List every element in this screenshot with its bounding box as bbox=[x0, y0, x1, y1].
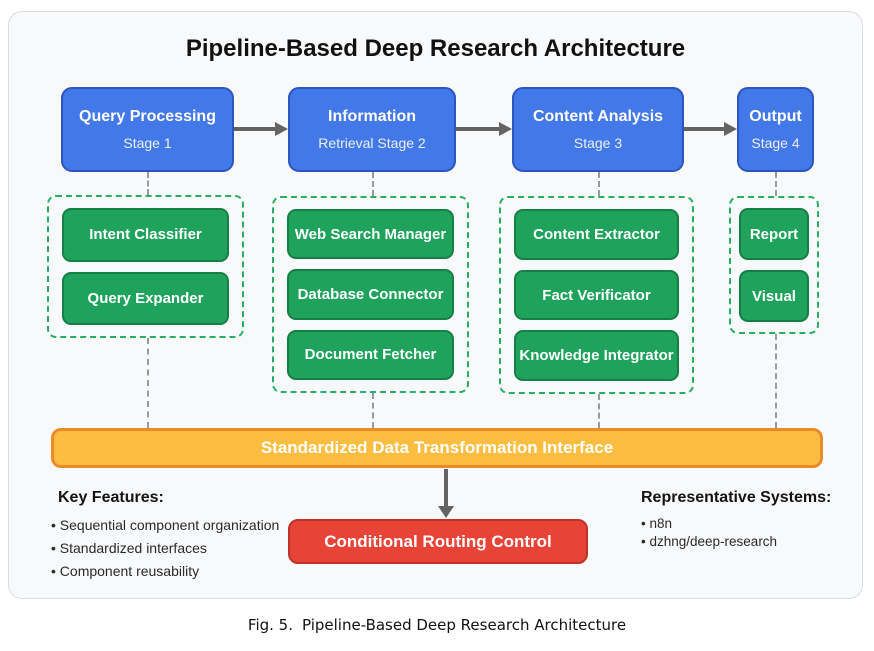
conditional-routing-box: Conditional Routing Control bbox=[288, 519, 588, 564]
component-group-stage2: Web Search Manager Database Connector Do… bbox=[272, 196, 469, 393]
stage-subtitle: Stage 4 bbox=[751, 135, 800, 151]
arrow-right-icon bbox=[684, 122, 737, 136]
stage-subtitle: Retrieval Stage 2 bbox=[318, 135, 426, 151]
diagram-title: Pipeline-Based Deep Research Architectur… bbox=[185, 35, 686, 62]
key-feature-item: Sequential component organization bbox=[51, 514, 281, 537]
key-feature-item: Component reusability bbox=[51, 560, 281, 583]
stage-title: Query Processing bbox=[79, 108, 216, 125]
component-report: Report bbox=[739, 208, 809, 260]
component-database-connector: Database Connector bbox=[287, 269, 454, 320]
dashed-connector bbox=[372, 172, 374, 196]
key-features-heading: Key Features: bbox=[58, 489, 164, 506]
stage-title: Content Analysis bbox=[532, 108, 664, 125]
stage-subtitle: Stage 3 bbox=[573, 135, 623, 151]
component-group-stage3: Content Extractor Fact Verificator Knowl… bbox=[499, 196, 694, 394]
architecture-diagram: Pipeline-Based Deep Research Architectur… bbox=[8, 11, 863, 599]
component-content-extractor: Content Extractor bbox=[514, 209, 679, 260]
representative-system-item: n8n bbox=[641, 515, 851, 533]
representative-systems-heading: Representative Systems: bbox=[641, 489, 832, 506]
data-transformation-interface-bar: Standardized Data Transformation Interfa… bbox=[51, 428, 823, 468]
dashed-connector bbox=[372, 393, 374, 428]
representative-systems-list: Representative Systems: n8n dzhng/deep-r… bbox=[641, 489, 851, 550]
dashed-connector bbox=[147, 172, 149, 195]
stage-box-information-retrieval: Information Retrieval Stage 2 bbox=[288, 87, 456, 172]
dashed-connector bbox=[598, 394, 600, 428]
component-fact-verificator: Fact Verificator bbox=[514, 269, 679, 321]
dashed-connector bbox=[598, 172, 600, 196]
representative-system-item: dzhng/deep-research bbox=[641, 533, 851, 551]
key-features-list: Key Features: Sequential component organ… bbox=[51, 489, 281, 583]
stage-box-query-processing: Query Processing Stage 1 bbox=[61, 87, 234, 172]
dashed-connector bbox=[147, 338, 149, 428]
component-knowledge-integrator: Knowledge Integrator bbox=[514, 330, 679, 382]
component-group-stage4: Report Visual bbox=[729, 196, 819, 334]
arrow-right-icon bbox=[234, 122, 288, 136]
dashed-connector bbox=[775, 172, 777, 196]
key-feature-item: Standardized interfaces bbox=[51, 537, 281, 560]
arrow-down-icon bbox=[431, 469, 461, 518]
figure-number: Fig. 5. bbox=[247, 616, 293, 634]
arrow-right-icon bbox=[456, 122, 512, 136]
figure-caption: Fig. 5. Pipeline-Based Deep Research Arch… bbox=[0, 616, 874, 634]
stage-title: Output bbox=[749, 108, 802, 125]
component-group-stage1: Intent Classifier Query Expander bbox=[47, 195, 244, 338]
dashed-connector bbox=[775, 334, 777, 428]
component-visual: Visual bbox=[739, 270, 809, 322]
stage-box-output: Output Stage 4 bbox=[737, 87, 814, 172]
component-web-search-manager: Web Search Manager bbox=[287, 209, 454, 260]
stage-subtitle: Stage 1 bbox=[123, 135, 172, 151]
component-intent-classifier: Intent Classifier bbox=[62, 208, 229, 262]
component-query-expander: Query Expander bbox=[62, 271, 229, 325]
stage-title: Information bbox=[328, 108, 416, 125]
stage-box-content-analysis: Content Analysis Stage 3 bbox=[512, 87, 684, 172]
figure-caption-text: Pipeline-Based Deep Research Architectur… bbox=[301, 616, 627, 634]
component-document-fetcher: Document Fetcher bbox=[287, 329, 454, 380]
